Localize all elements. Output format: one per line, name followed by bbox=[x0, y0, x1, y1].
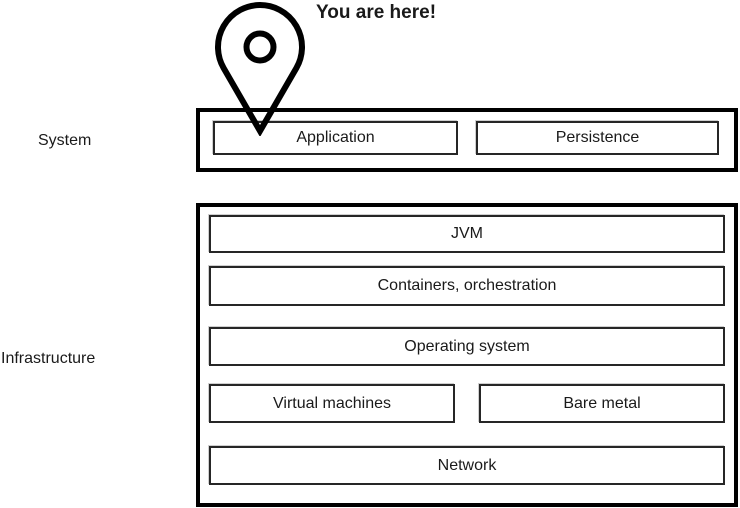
network-box: Network bbox=[209, 446, 725, 485]
map-pin-icon bbox=[215, 2, 305, 136]
infrastructure-layer-label: Infrastructure bbox=[1, 350, 96, 367]
jvm-box: JVM bbox=[209, 215, 725, 253]
application-box: Application bbox=[213, 121, 458, 155]
persistence-box: Persistence bbox=[476, 121, 719, 155]
bare-metal-box: Bare metal bbox=[479, 384, 725, 423]
you-are-here-label: You are here! bbox=[316, 2, 437, 23]
virtual-machines-box: Virtual machines bbox=[209, 384, 455, 423]
system-layer-label: System bbox=[38, 132, 92, 149]
containers-orchestration-box: Containers, orchestration bbox=[209, 266, 725, 306]
operating-system-box: Operating system bbox=[209, 327, 725, 366]
